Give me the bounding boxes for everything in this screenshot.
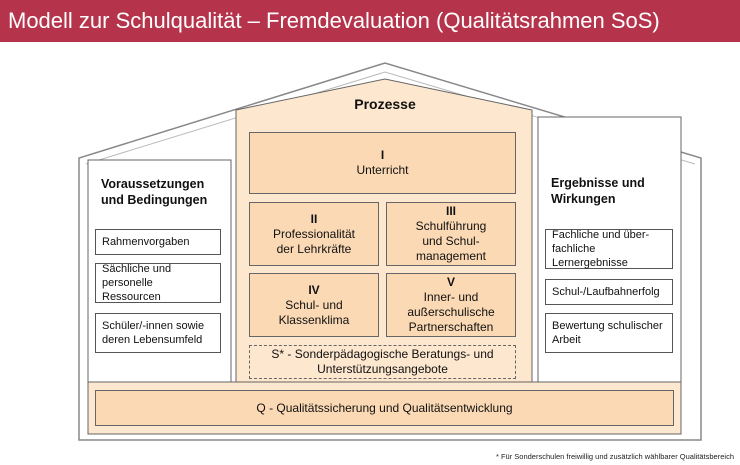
right-heading: Ergebnisse und Wirkungen xyxy=(551,176,645,206)
process-professionalitaet: II Professionalität der Lehrkräfte xyxy=(249,202,379,266)
left-item-ressourcen: Sächliche und personelle Ressourcen xyxy=(95,263,221,303)
process-schulfuehrung: III Schulführung und Schul- management xyxy=(386,202,516,266)
process-unterricht-text: Unterricht xyxy=(356,163,409,177)
right-item-lernergebnisse: Fachliche und über-fachliche Lernergebni… xyxy=(545,229,673,269)
process-schulfuehrung-text: Schulführung und Schul- management xyxy=(415,219,487,263)
process-partnerschaften-text: Inner- und außerschulische Partnerschaft… xyxy=(407,290,495,334)
left-heading: Voraussetzungen und Bedingungen xyxy=(101,177,208,207)
foundation-q: Q - Qualitätssicherung und Qualitätsentw… xyxy=(95,390,674,426)
process-partnerschaften: V Inner- und außerschulische Partnerscha… xyxy=(386,273,516,337)
footnote: * Für Sonderschulen freiwillig und zusät… xyxy=(495,452,734,461)
process-klassenklima-num: IV xyxy=(308,282,320,297)
foundation-text: Q - Qualitätssicherung und Qualitätsentw… xyxy=(256,400,513,415)
process-klassenklima: IV Schul- und Klassenklima xyxy=(249,273,379,337)
process-sonderpaedagogik: S* - Sonderpädagogische Beratungs- und U… xyxy=(249,345,516,379)
process-sonderpaedagogik-text: S* - Sonderpädagogische Beratungs- und U… xyxy=(271,347,494,376)
right-item-laufbahnerfolg: Schul-/Laufbahnerfolg xyxy=(545,279,673,305)
left-item-rahmenvorgaben: Rahmenvorgaben xyxy=(95,229,221,255)
left-item-lebensumfeld: Schüler/-innen sowie deren Lebensumfeld xyxy=(95,313,221,353)
process-professionalitaet-text: Professionalität der Lehrkräfte xyxy=(272,226,356,256)
process-schulfuehrung-num: III xyxy=(445,204,456,218)
process-professionalitaet-num: II xyxy=(310,211,318,226)
page-title: Modell zur Schulqualität – Fremdevaluati… xyxy=(0,0,740,42)
process-klassenklima-text: Schul- und Klassenklima xyxy=(278,297,350,327)
process-unterricht-num: I xyxy=(380,148,385,162)
process-unterricht: I Unterricht xyxy=(249,132,516,194)
center-heading: Prozesse xyxy=(354,96,416,112)
right-item-bewertung: Bewertung schulischer Arbeit xyxy=(545,313,673,353)
process-partnerschaften-num: V xyxy=(446,275,455,289)
